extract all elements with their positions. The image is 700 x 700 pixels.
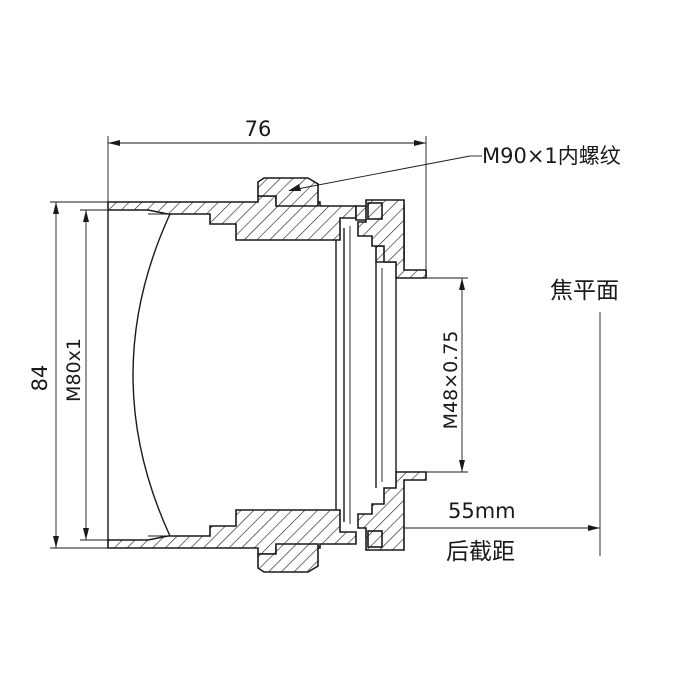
barrel-upper-section [107, 177, 427, 279]
dimension-overall-length: 76 [107, 117, 427, 272]
callout-mount-thread: M90×1内螺纹 [288, 144, 621, 191]
dimension-front-thread: M80x1 [63, 209, 108, 541]
mount-thread-label: M90×1内螺纹 [482, 144, 621, 168]
focal-plane: 焦平面 [550, 278, 619, 556]
mount-ring-lower [257, 543, 319, 573]
overall-length-label: 76 [245, 117, 272, 141]
outer-diameter-label: 84 [28, 365, 52, 392]
optics [107, 210, 397, 540]
dimension-outer-diameter: 84 [28, 201, 108, 549]
front-lens-surface [132, 213, 171, 537]
rear-retainer-lug-lower [367, 530, 383, 548]
back-focus-label: 后截距 [446, 539, 515, 565]
rear-thread-label: M48×0.75 [440, 331, 462, 430]
rear-retainer-lug [367, 202, 383, 220]
dimension-rear-thread: M48×0.75 [426, 277, 468, 473]
focal-plane-label: 焦平面 [550, 278, 619, 304]
back-focus-value: 55mm [448, 499, 516, 523]
barrel-lower-section [107, 471, 427, 573]
front-thread-label: M80x1 [63, 338, 85, 402]
dimension-back-focus: 55mm 后截距 [404, 499, 600, 565]
mount-ring-upper [257, 177, 319, 207]
